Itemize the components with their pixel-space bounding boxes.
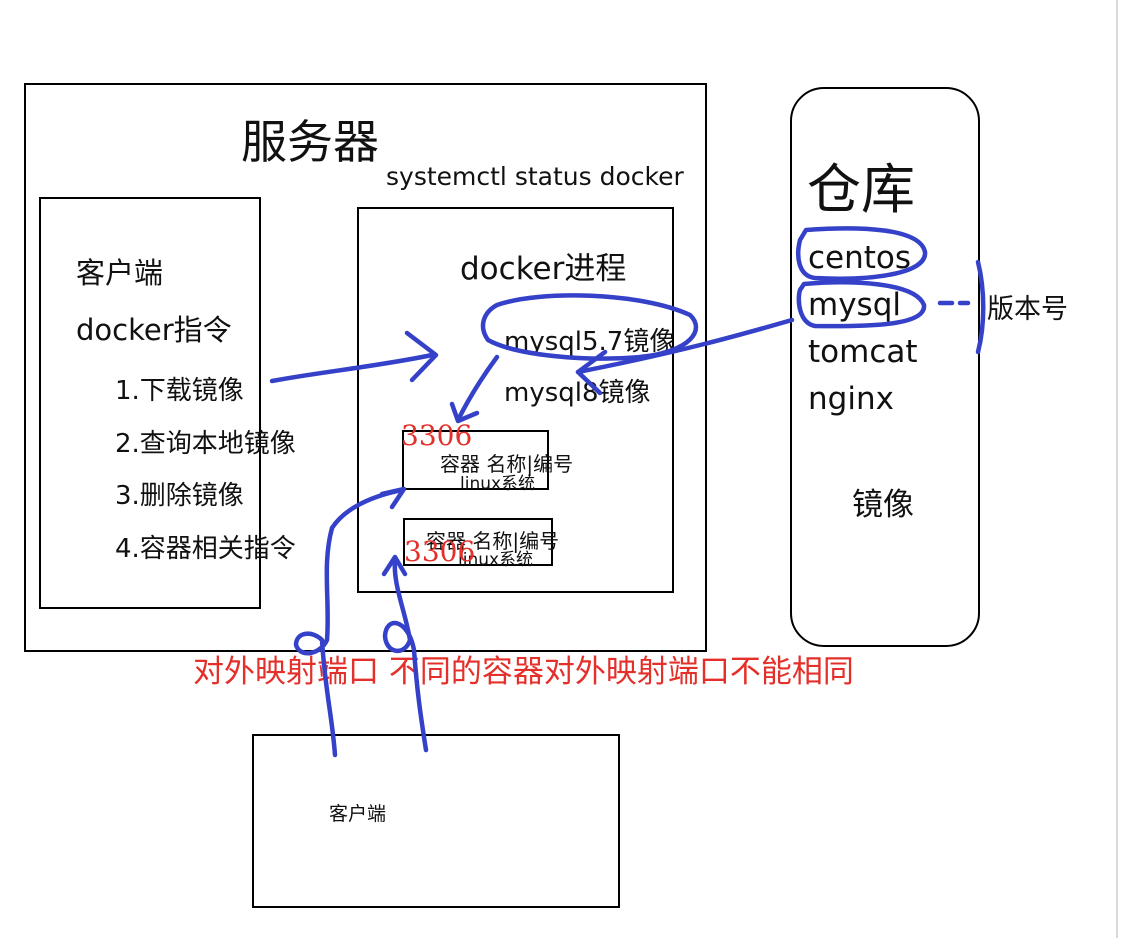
repo-image-centos: centos <box>808 240 912 276</box>
local-image-mysql8: mysql8镜像 <box>504 378 651 408</box>
command-container-related: 4.容器相关指令 <box>115 534 296 564</box>
version-label: 版本号 <box>987 294 1068 325</box>
status-command: systemctl status docker <box>386 162 684 191</box>
repository-footer: 镜像 <box>852 487 914 523</box>
command-list-local-images: 2.查询本地镜像 <box>115 429 296 459</box>
port-mapping-note: 对外映射端口 不同的容器对外映射端口不能相同 <box>193 654 854 690</box>
client-panel-title: 客户端 <box>76 256 164 290</box>
server-title: 服务器 <box>241 115 379 169</box>
container-1-name: 容器 名称|编号 <box>440 452 574 476</box>
container-2-name: 容器 名称|编号 <box>426 529 560 553</box>
repo-image-tomcat: tomcat <box>808 334 918 370</box>
container-2-os: linux系统 <box>458 550 534 570</box>
local-image-mysql57: mysql5.7镜像 <box>504 327 676 357</box>
container-1-port: 3306 <box>401 419 473 452</box>
external-client-label: 客户端 <box>329 803 387 825</box>
repo-image-mysql: mysql <box>808 287 901 323</box>
external-client-box <box>252 734 620 908</box>
command-download-image: 1.下载镜像 <box>115 376 244 406</box>
container-2-port: 3306 <box>404 535 476 568</box>
docker-process-title: docker进程 <box>460 251 627 287</box>
repository-title: 仓库 <box>807 158 915 221</box>
command-delete-image: 3.删除镜像 <box>115 481 244 511</box>
repo-image-nginx: nginx <box>808 381 894 417</box>
client-panel-box <box>39 197 261 609</box>
docker-process-box <box>357 207 674 593</box>
container-box-1 <box>402 430 549 490</box>
page-edge-divider <box>1116 0 1118 938</box>
container-1-os: linux系统 <box>460 474 536 494</box>
client-panel-subtitle: docker指令 <box>76 313 232 347</box>
